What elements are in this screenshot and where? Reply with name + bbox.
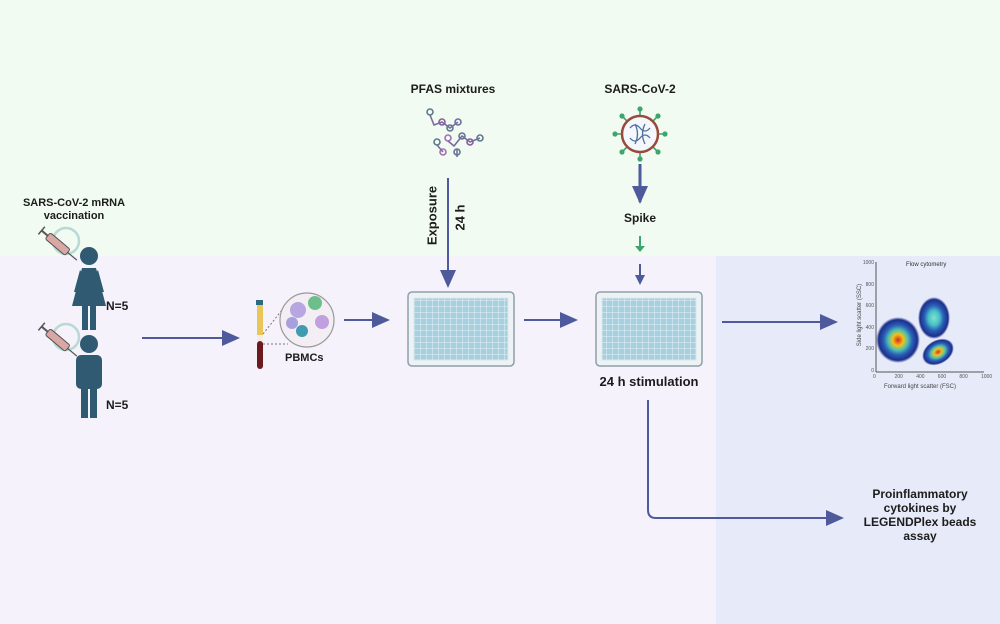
flow-plot-ytick: 1000 xyxy=(862,260,874,266)
cell-population-monocytes xyxy=(922,338,954,366)
spike-label: Spike xyxy=(623,211,656,225)
vaccinated-male-group xyxy=(37,322,102,418)
flow-plot-xtick: 400 xyxy=(916,374,925,380)
cell-population-lymphocytes xyxy=(876,317,920,363)
flow-plot-ytick: 0 xyxy=(871,368,874,374)
male-person-icon xyxy=(76,335,102,418)
cytokines-label-line2: cytokines by xyxy=(883,501,957,515)
flow-plot-title: Flow cytometry xyxy=(906,262,947,268)
sars-cov-2-label: SARS-CoV-2 xyxy=(604,82,676,96)
sars-cov-2-virus-icon xyxy=(612,106,668,162)
vaccination-label-line2: vaccination xyxy=(43,210,105,222)
exposure-label: Exposure xyxy=(424,185,440,246)
vaccination-label: SARS-CoV-2 mRNA vaccination xyxy=(4,197,144,223)
cytokines-label: Proinflammatory cytokines by LEGENDPlex … xyxy=(852,487,988,543)
flow-plot-xtick: 200 xyxy=(894,374,903,380)
flow-plot-xtick: 0 xyxy=(873,374,876,380)
flow-plot-xtick: 1000 xyxy=(981,374,993,380)
cytokines-label-line3: LEGENDPlex beads xyxy=(863,515,977,529)
exposure-time-label: 24 h xyxy=(452,204,468,231)
well-plate-exposure xyxy=(407,291,515,367)
flow-plot-ytick: 400 xyxy=(865,324,874,331)
flow-plot-ytick: 200 xyxy=(865,346,874,353)
well-plate-stimulation xyxy=(595,291,703,367)
pfas-label: PFAS mixtures xyxy=(410,82,496,96)
background-right-panel xyxy=(716,256,1000,624)
pfas-molecules-icon xyxy=(426,108,484,157)
flow-plot-xtick: 600 xyxy=(937,374,947,380)
male-count: N=5 xyxy=(106,398,129,412)
cell-population-granulocytes xyxy=(918,297,950,339)
vaccinated-female-group xyxy=(37,226,106,330)
syringe-icon xyxy=(37,322,81,357)
flow-plot-xlabel: Forward light scatter (FSC) xyxy=(884,384,957,390)
vaccination-label-line1: SARS-CoV-2 mRNA xyxy=(22,197,126,209)
spike-protein-icon xyxy=(635,236,645,252)
pbmcs-label: PBMCs xyxy=(285,352,324,364)
cytokines-label-line1: Proinflammatory xyxy=(872,487,968,501)
female-person-icon xyxy=(72,247,106,330)
flow-plot-xtick: 800 xyxy=(959,374,968,380)
flow-plot-ytick: 800 xyxy=(865,281,874,288)
cytokines-label-line4: assay xyxy=(903,529,937,543)
flow-plot-ytick: 600 xyxy=(865,303,874,310)
pbmc-cells-icon xyxy=(279,292,335,348)
arrow-to-cytokine-assay xyxy=(647,400,844,526)
stimulation-label: 24 h stimulation xyxy=(599,374,699,389)
blood-tube-icon xyxy=(256,300,263,369)
female-count: N=5 xyxy=(106,299,129,313)
background-top-panel xyxy=(0,0,1000,256)
flow-cytometry-plot xyxy=(875,262,984,373)
syringe-icon xyxy=(37,226,81,261)
